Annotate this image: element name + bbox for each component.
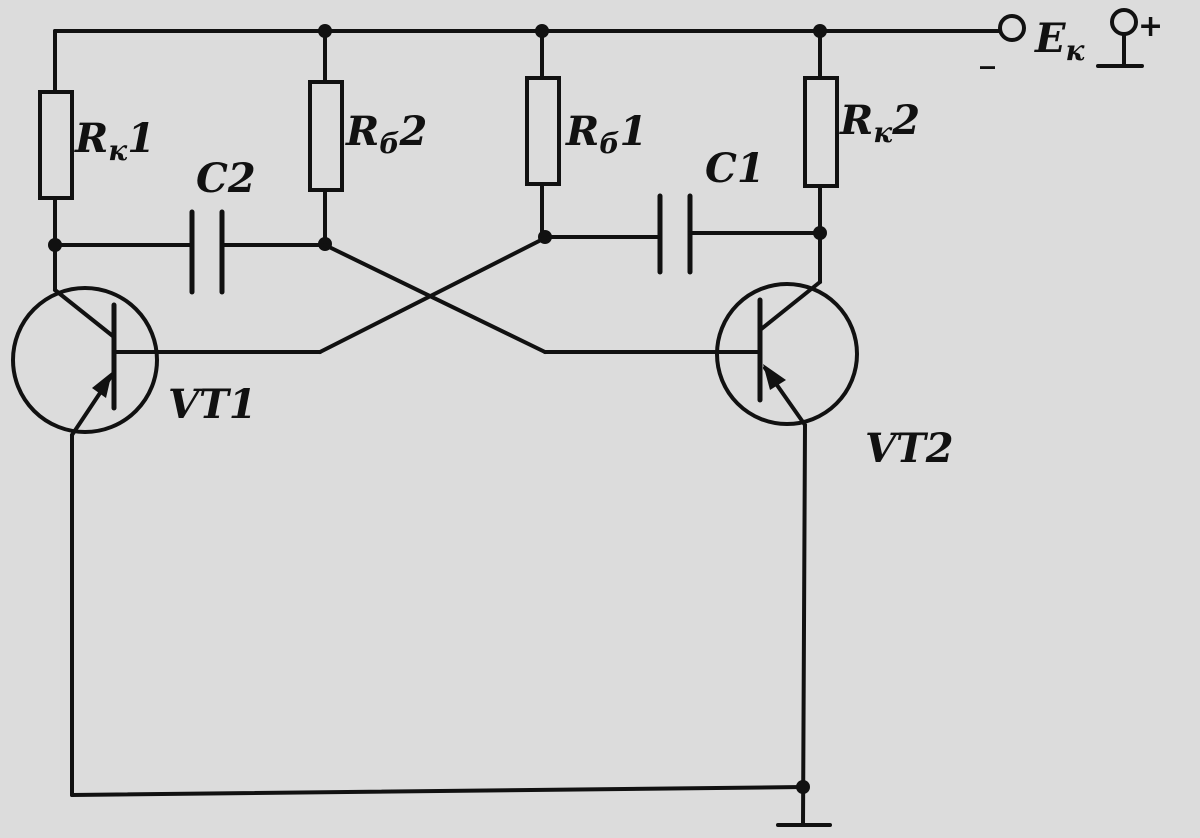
vt1-body xyxy=(11,286,159,434)
resistor-rb2 xyxy=(308,80,344,192)
junction-ground xyxy=(796,780,810,794)
label-c2: C2 xyxy=(196,155,256,202)
label-plus: + xyxy=(1138,9,1163,44)
transistor-vt2 xyxy=(715,280,859,427)
label-vt2: VT2 xyxy=(865,425,954,472)
ground-bus xyxy=(70,785,805,797)
vt2-collector xyxy=(758,280,822,332)
vt2-body xyxy=(715,282,859,426)
label-rk2: Rк2 xyxy=(839,97,920,149)
label-c1: C1 xyxy=(705,145,765,192)
vt1-emitter-arrow-icon xyxy=(92,372,112,398)
transistor-vt1 xyxy=(11,286,159,437)
junction-rail-rb1 xyxy=(535,24,549,38)
vt2-emitter-return xyxy=(801,423,807,827)
resistor-rb1 xyxy=(525,76,561,186)
label-rb2: Rб2 xyxy=(345,108,427,160)
supply-terminal-positive xyxy=(1110,8,1138,36)
resistor-rk1 xyxy=(38,90,74,200)
label-rk1: Rк1 xyxy=(74,115,155,167)
cross-wire-rb1-to-vt1 xyxy=(318,236,547,354)
resistor-rk2 xyxy=(803,76,839,188)
label-vt1: VT1 xyxy=(168,381,257,428)
label-supply: Eк xyxy=(1034,15,1086,67)
junction-vt1-collector xyxy=(48,238,62,252)
vt2-emitter-arrow-icon xyxy=(763,364,786,390)
cross-wire-rb2-to-vt2 xyxy=(323,243,547,354)
label-rb1: Rб1 xyxy=(565,108,647,160)
junction-vt2-collector xyxy=(813,226,827,240)
junction-rail-rb2 xyxy=(318,24,332,38)
junction-rail-rk2 xyxy=(813,24,827,38)
vt1-collector xyxy=(53,288,116,339)
supply-terminal-negative xyxy=(998,14,1026,42)
label-minus: _ xyxy=(980,35,995,70)
